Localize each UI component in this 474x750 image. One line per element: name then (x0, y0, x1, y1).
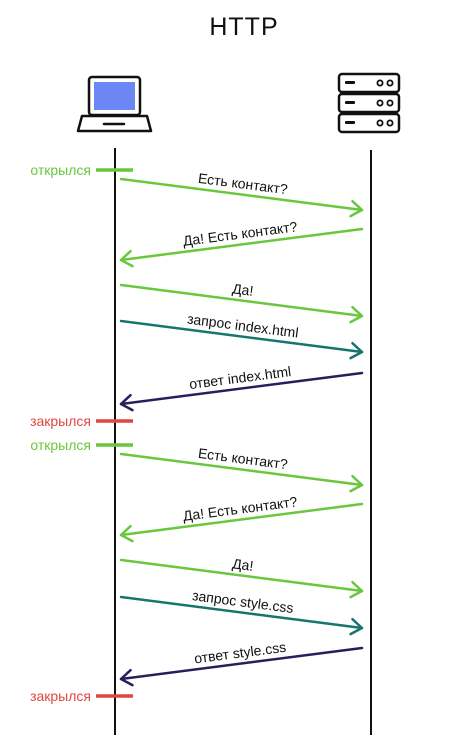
message-label: Да! (231, 555, 254, 574)
connection-state-label: открылся (30, 437, 91, 453)
message-label: Да! (231, 280, 254, 299)
message-arrow: ответ index.html (119, 363, 364, 412)
message-arrow: запрос style.css (119, 587, 364, 636)
connection-states-layer: открылся закрылся открылся закрылся (30, 162, 133, 704)
message-label: ответ style.css (193, 639, 287, 667)
connection-state-label: закрылся (30, 413, 91, 429)
message-arrow: ответ style.css (119, 639, 364, 687)
message-arrow: Есть контакт? (119, 170, 364, 218)
server-icon (337, 72, 401, 134)
connection-state-marker: открылся (30, 162, 133, 178)
message-arrow: Да! (119, 280, 364, 324)
laptop-icon (76, 75, 153, 133)
message-arrow: Есть контакт? (119, 445, 364, 493)
message-label: Есть контакт? (197, 170, 289, 197)
diagram-title: HTTP (209, 13, 278, 41)
connection-state-label: открылся (30, 162, 91, 178)
message-arrow: Да! Есть контакт? (119, 218, 364, 268)
connection-state-label: закрылся (30, 688, 91, 704)
message-arrow: Да! (119, 555, 364, 599)
message-arrow: запрос index.html (119, 311, 364, 360)
message-label: Есть контакт? (197, 445, 289, 472)
connection-state-marker: закрылся (30, 688, 133, 704)
message-arrow: Да! Есть контакт? (119, 493, 364, 543)
messages-layer: Есть контакт? Да! Есть контакт? Да! запрос … (119, 170, 364, 687)
connection-state-marker: закрылся (30, 413, 133, 429)
connection-state-marker: открылся (30, 437, 133, 453)
